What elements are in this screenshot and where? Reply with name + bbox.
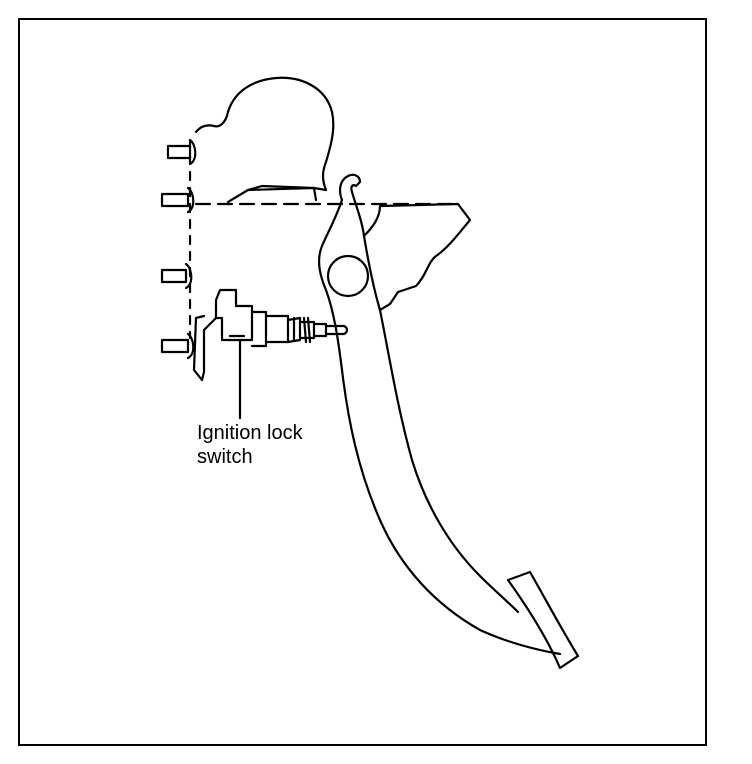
ignition-lock-switch-label: Ignition lock switch [197,421,303,469]
ignition-lock-switch [214,288,349,348]
label-line-1: Ignition lock [197,422,303,444]
pedal-arm-left-edge [317,198,562,656]
pedal-pivot-hook [338,173,366,238]
mounting-plate [362,202,472,312]
fastener-4 [160,332,195,360]
fastener-2 [160,186,195,214]
label-line-2: switch [197,446,253,468]
figure-frame [18,18,707,746]
pivot-hole [326,254,370,298]
fastener-1 [166,138,197,166]
pedal-arm-right-edge [362,234,520,614]
bracket-upper-lobe [194,76,335,204]
pedal-pad [506,570,580,670]
fastener-3 [160,262,193,290]
bracket-rib [246,186,318,202]
switch-bracket-plate [192,314,218,382]
